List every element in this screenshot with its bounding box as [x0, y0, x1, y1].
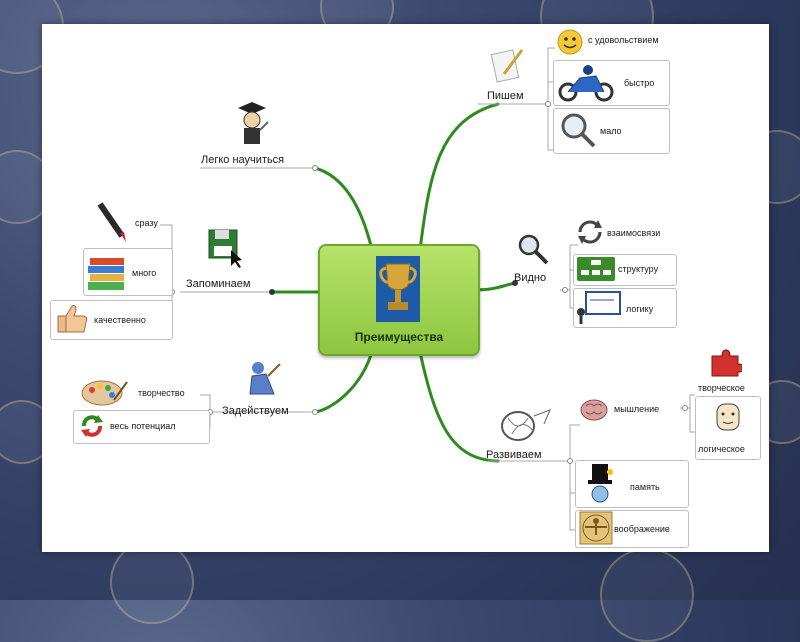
item-logiku[interactable]: логику: [626, 304, 654, 314]
branch-label-pishem[interactable]: Пишем: [487, 90, 524, 102]
magnifier-icon: [558, 110, 598, 155]
magnifier-icon: [516, 232, 550, 271]
trophy-icon: [376, 256, 420, 322]
item-kachestvenno[interactable]: качественно: [94, 315, 146, 325]
pen-icon: [94, 200, 130, 249]
floppy-disk-icon: [207, 228, 243, 273]
branch-label-vidno[interactable]: Видно: [514, 272, 547, 284]
item-vzaimosvyazi[interactable]: взаимосвязи: [607, 228, 661, 238]
item-strukturu[interactable]: структуру: [618, 264, 659, 274]
item-tvorchestvo[interactable]: творчество: [138, 388, 185, 398]
branch-label-legko[interactable]: Легко научиться: [201, 154, 285, 166]
presentation-icon: [576, 290, 622, 329]
item-malo[interactable]: мало: [600, 126, 622, 136]
brain-icon: [578, 398, 610, 429]
thumbs-up-icon: [54, 302, 90, 341]
item-voobrazhenie[interactable]: воображение: [614, 524, 670, 534]
central-title: Преимущества: [354, 330, 444, 344]
puzzle-icon: [708, 348, 745, 383]
item-myshlenie[interactable]: мышление: [614, 404, 660, 414]
branch-label-razvivaem[interactable]: Развиваем: [486, 449, 542, 461]
sub-item-tvorcheskoe[interactable]: творческое: [698, 383, 745, 393]
item-pamyat[interactable]: память: [630, 482, 660, 492]
books-icon: [86, 252, 130, 299]
org-chart-icon: [576, 256, 616, 287]
graduate-icon: [232, 100, 272, 153]
magic-hat-icon: [582, 462, 618, 509]
item-srazu[interactable]: сразу: [135, 218, 158, 228]
mindmap-connectors: [160, 47, 695, 531]
central-node[interactable]: Преимущества: [318, 244, 480, 356]
item-bystro[interactable]: быстро: [624, 78, 655, 88]
branch-label-zapominaem[interactable]: Запоминаем: [186, 278, 251, 290]
recycle-icon: [78, 412, 106, 445]
vitruvian-icon: [579, 511, 613, 550]
item-ves-potencial[interactable]: весь потенциал: [110, 421, 176, 431]
item-s-udovolstviem[interactable]: с удовольствием: [588, 35, 659, 45]
item-box-ves-potencial: [73, 410, 210, 444]
motorcycle-icon: [556, 62, 616, 107]
sub-item-logicheskoe[interactable]: логическое: [698, 444, 745, 454]
smiley-icon: [556, 28, 584, 61]
item-mnogo[interactable]: много: [132, 268, 157, 278]
paper-pencil-icon: [490, 44, 526, 89]
cycle-arrows-icon: [574, 218, 606, 251]
painter-icon: [244, 358, 284, 405]
face-profile-icon: [711, 400, 745, 441]
branch-label-zadeystvuem[interactable]: Задействуем: [222, 405, 289, 417]
palette-icon: [80, 378, 128, 413]
sketch-icon: [494, 404, 554, 449]
